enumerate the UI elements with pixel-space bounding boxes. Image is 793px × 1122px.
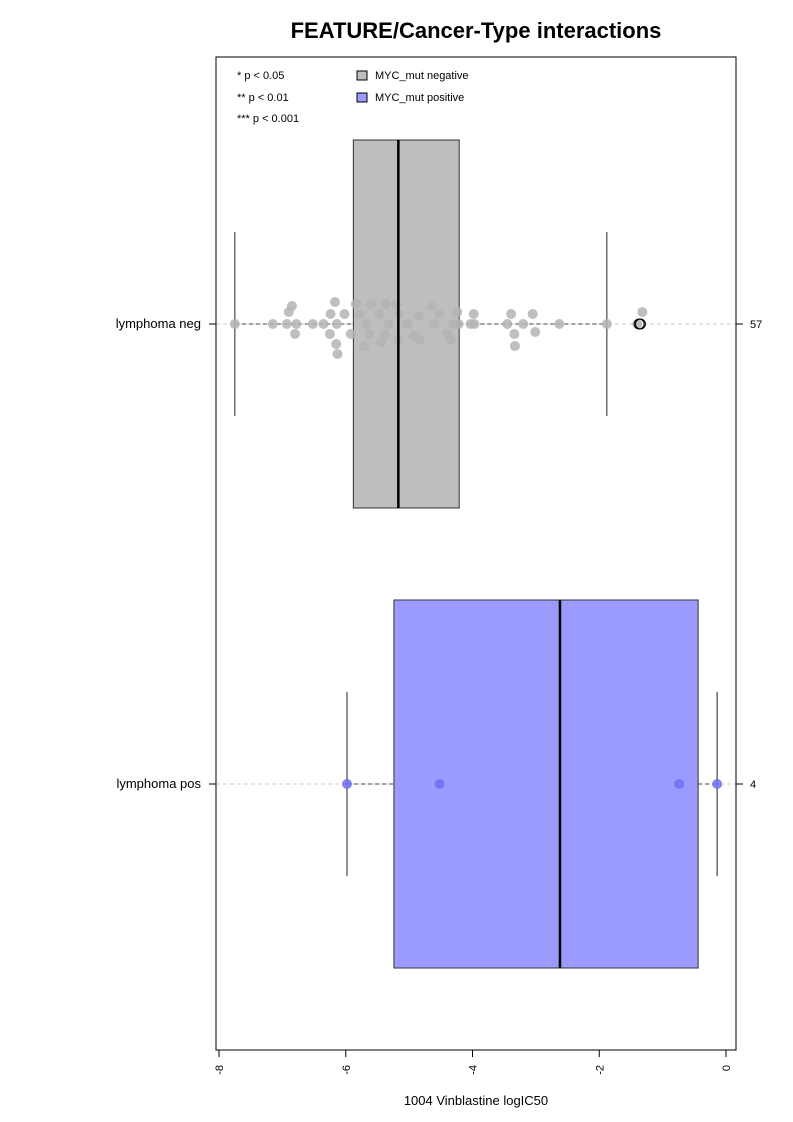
data-point [354, 309, 365, 319]
data-point [383, 319, 394, 329]
legend-label-negative: MYC_mut negative [375, 70, 469, 82]
data-point [331, 319, 342, 329]
data-point [674, 779, 685, 789]
sig-legend-item: * p < 0.05 [237, 70, 284, 82]
data-point [324, 329, 335, 339]
data-point [518, 319, 529, 329]
data-point [391, 299, 402, 309]
x-tick-label: -4 [468, 1065, 480, 1075]
data-point [359, 341, 370, 351]
data-point [290, 329, 301, 339]
data-point [345, 329, 356, 339]
sig-legend-item: *** p < 0.001 [237, 113, 299, 125]
data-point [502, 319, 513, 329]
data-point [637, 307, 648, 317]
data-point [530, 327, 541, 337]
data-point [434, 779, 445, 789]
data-point [452, 307, 463, 317]
chart-title: FEATURE/Cancer-Type interactions [291, 18, 662, 43]
data-point [361, 319, 372, 329]
data-point [332, 349, 343, 359]
data-point [509, 341, 520, 351]
x-axis-label: 1004 Vinblastine logIC50 [404, 1093, 548, 1108]
data-point [364, 329, 375, 339]
data-point [350, 299, 361, 309]
color-legend: MYC_mut negative MYC_mut positive [356, 70, 469, 104]
data-point [509, 329, 520, 339]
data-point [339, 309, 350, 319]
data-point [469, 319, 480, 329]
x-tick-label: -6 [341, 1065, 353, 1075]
outlier-point [634, 318, 646, 330]
data-point [601, 319, 612, 329]
plot-frame [215, 56, 737, 1051]
data-point [468, 309, 479, 319]
data-point [331, 339, 342, 349]
group-label: lymphoma pos [116, 776, 201, 791]
legend-swatch-positive [356, 92, 368, 103]
data-point [366, 299, 377, 309]
data-point [413, 311, 424, 321]
data-point [342, 779, 353, 789]
data-point [434, 309, 445, 319]
data-point [445, 335, 456, 345]
data-point [453, 319, 464, 329]
data-point [229, 319, 240, 329]
data-point [712, 779, 723, 789]
data-point [380, 329, 391, 339]
data-point [414, 335, 425, 345]
plot-area: lymphoma neg 57 lymphoma pos 4 [116, 139, 762, 969]
legend-swatch-negative [356, 70, 368, 81]
legend-label-positive: MYC_mut positive [375, 92, 464, 104]
data-point [281, 319, 292, 329]
data-point [374, 309, 385, 319]
data-point [329, 297, 340, 307]
data-point [291, 319, 302, 329]
data-point [380, 299, 391, 309]
data-point [402, 319, 413, 329]
data-point [286, 301, 297, 311]
group-count: 57 [750, 319, 762, 331]
x-tick-label: -2 [594, 1065, 606, 1075]
data-point [429, 319, 440, 329]
significance-legend: * p < 0.05 ** p < 0.01 *** p < 0.001 [237, 70, 299, 125]
data-point [506, 309, 517, 319]
group-count: 4 [750, 779, 756, 791]
x-tick-label: -8 [214, 1065, 226, 1075]
box [393, 599, 699, 969]
sig-legend-item: ** p < 0.01 [237, 92, 289, 104]
data-point [318, 319, 329, 329]
x-tick-label: 0 [721, 1065, 733, 1071]
data-point [325, 309, 336, 319]
data-point [376, 337, 387, 347]
data-point [426, 301, 437, 311]
data-point [267, 319, 278, 329]
data-point [554, 319, 565, 329]
x-axis: -8 -6 -4 -2 0 [214, 56, 737, 1075]
data-point [527, 309, 538, 319]
data-point [307, 319, 318, 329]
group-label: lymphoma neg [116, 316, 201, 331]
